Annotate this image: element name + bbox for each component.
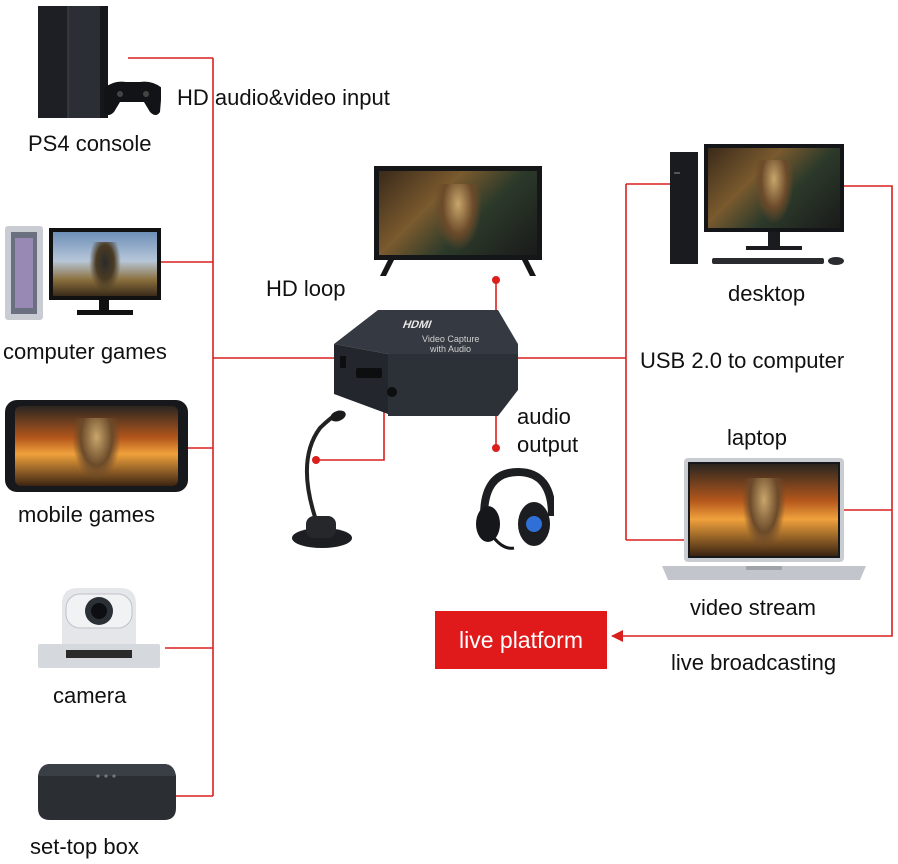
desktop-label: desktop: [728, 281, 806, 306]
laptop-label: laptop: [727, 425, 787, 450]
computer-games-label: computer games: [3, 339, 167, 364]
hdmi-logo: HDMI: [401, 319, 433, 331]
gaming-pc-icon: [3, 224, 163, 324]
microphone-icon: [286, 404, 358, 554]
video-stream-label: video stream: [690, 595, 816, 620]
hd-loop-label: HD loop: [266, 276, 346, 301]
settop-label: set-top box: [30, 834, 139, 859]
audio-output-label-2: output: [517, 432, 579, 457]
usb-label: USB 2.0 to computer: [640, 348, 845, 373]
smartphone-icon: [5, 400, 188, 492]
mobile-games-label: mobile games: [18, 502, 155, 527]
live-platform-box: live platform: [435, 611, 607, 669]
tv-monitor-icon: [374, 166, 542, 276]
ps4-label: PS4 console: [28, 131, 152, 156]
capture-text-2: with Audio: [429, 344, 471, 354]
camera-label: camera: [53, 683, 127, 708]
desktop-pc-icon: [670, 144, 850, 270]
capture-text-1: Video Capture: [422, 334, 479, 344]
capture-card-icon: HDMI Video Capture with Audio: [326, 306, 520, 416]
settop-box-icon: [36, 762, 178, 824]
ptz-camera-icon: [36, 582, 162, 672]
hd-input-label: HD audio&video input: [177, 85, 390, 110]
headset-icon: [474, 467, 556, 552]
live-broadcasting-label: live broadcasting: [671, 650, 837, 675]
audio-output-label-1: audio: [517, 404, 571, 429]
ps4-console-icon: [36, 4, 162, 120]
laptop-icon: [662, 458, 866, 584]
